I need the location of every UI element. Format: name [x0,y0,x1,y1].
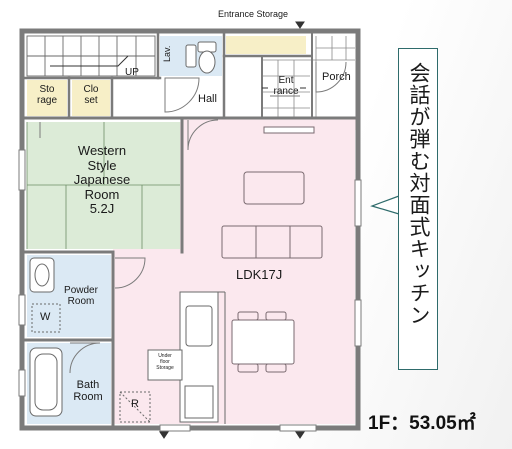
label-entrance-storage: Entrance Storage [218,9,289,19]
label-closet-line1: Clo [83,84,99,95]
storage-floor [27,80,67,116]
callout-pointer [370,195,400,215]
floor-area-label: 1F：53.05㎡ [368,413,476,434]
label-storage: Sto rage [30,84,64,106]
label-lav: Lav. [162,45,172,62]
ldk-furniture [221,126,323,373]
label-closet-line2: set [84,94,98,106]
label-entrance-line2: rance [273,85,299,97]
label-entrance-line1: Ent [278,75,294,86]
label-western-line3: Japanese [73,172,131,188]
label-bath-line2: Room [73,390,103,403]
bath-tub [29,347,63,417]
label-up: UP [125,67,139,78]
label-under-floor-line1: Under [158,353,172,359]
label-ldk: LDK17J [236,267,283,282]
label-under-floor-line3: Storage [156,364,174,371]
fridge-box [119,391,151,423]
label-under-floor-storage: Under floor Storage [149,353,181,371]
label-entrance: Ent rance [266,75,306,97]
label-fridge: R [131,398,139,410]
label-porch: Porch [322,71,351,83]
staircase [26,35,156,77]
label-bath-room: Bath Room [68,379,108,403]
label-washer: W [40,311,51,323]
doors [39,61,347,374]
kitchen-counter [179,291,226,424]
label-western-line2: Style [87,157,117,173]
western-room-floor [27,122,180,249]
label-bath-line1: Bath [76,379,100,391]
label-hall: Hall [198,93,217,105]
label-powder-line1: Powder [64,285,98,296]
under-floor-storage-box [147,349,183,381]
toilet [185,41,217,74]
label-western-line1: Western [77,143,127,158]
label-powder-line2: Room [67,295,95,307]
label-powder-room: Powder Room [58,285,104,307]
entrance-storage-floor [226,36,306,54]
kitchen-callout-box [398,48,438,370]
label-storage-line2: rage [36,94,57,106]
kitchen-callout-text: 会話が弾む対面式キッチン [407,62,431,326]
label-storage-line1: Sto [39,84,55,95]
label-under-floor-line2: floor [160,358,170,365]
label-western-line4: Room [84,186,120,202]
label-western-room: Western Style Japanese Room 5.2J [60,143,144,217]
windows [18,149,362,432]
label-closet: Clo set [74,84,108,106]
entrance-arrows [159,21,306,439]
label-western-line5: 5.2J [89,201,115,217]
powder-room-fixtures [29,257,61,333]
closet-floor [72,80,110,116]
tatami-grid [26,122,180,249]
